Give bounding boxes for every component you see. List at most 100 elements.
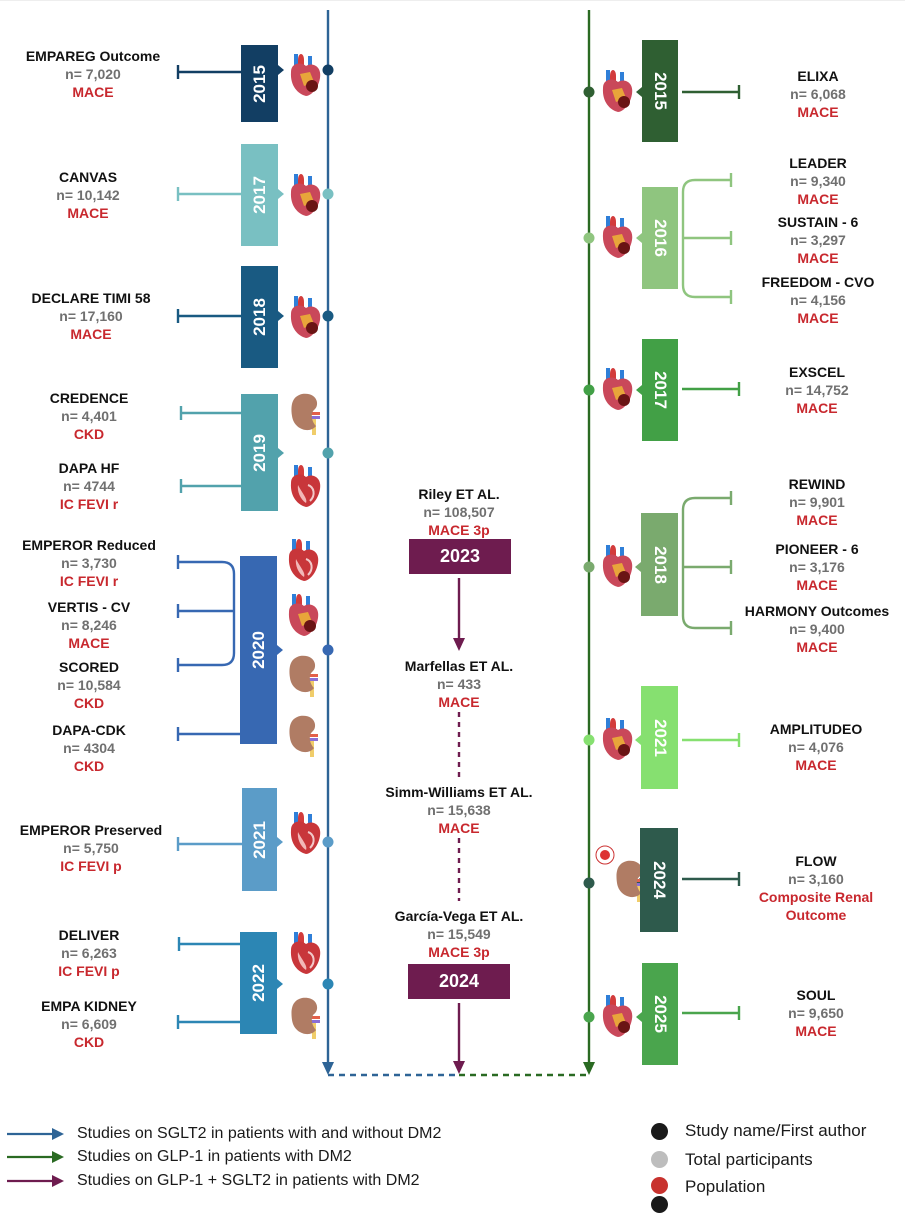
- study-participants: n= 4,076: [788, 739, 844, 755]
- year-box-combo-2023: 2023: [409, 539, 511, 574]
- year-box-sglt2-2021: 2021: [242, 788, 277, 891]
- study-participants: n= 433: [437, 676, 481, 692]
- timeline-dot-sglt2-2019: [322, 447, 334, 459]
- study-participants: n= 6,609: [61, 1016, 117, 1032]
- study-outcome: MACE: [796, 512, 838, 528]
- heart-icon: [288, 539, 319, 581]
- study-participants: n= 5,750: [63, 840, 119, 856]
- study-outcome: MACE 3p: [428, 944, 490, 960]
- timeline-dot-sglt2-2018: [322, 310, 334, 322]
- study-participants: n= 9,901: [789, 494, 845, 510]
- legend-arrow-glp1-icon: [7, 1151, 64, 1163]
- timeline-dot-sglt2-2022: [322, 978, 334, 990]
- year-label: 2017: [249, 176, 269, 214]
- legend-label-glp1: Studies on GLP-1 in patients with DM2: [77, 1148, 352, 1165]
- year-box-pointer: [636, 385, 642, 395]
- study-name: FLOW: [795, 853, 837, 869]
- timeline-dot-glp1-2017: [583, 384, 595, 396]
- study-name: SCORED: [59, 659, 119, 675]
- heart-icon: [290, 296, 321, 338]
- year-box-pointer: [277, 979, 283, 989]
- heart-icon: [602, 995, 633, 1037]
- year-label: 2015: [249, 64, 269, 103]
- study-bracket: [681, 178, 731, 299]
- timeline-dot-glp1-2024: [583, 877, 595, 889]
- study-participants: n= 6,068: [790, 86, 846, 102]
- top-border: [0, 0, 905, 1]
- year-box-sglt2-2017: 2017: [241, 144, 278, 246]
- year-label: 2019: [249, 433, 269, 472]
- study-name: EMPA KIDNEY: [41, 998, 137, 1014]
- study-outcome: MACE: [797, 250, 839, 266]
- kidney-icon: [291, 393, 320, 435]
- study-name: CANVAS: [58, 169, 118, 185]
- study-participants: n= 9,340: [790, 173, 846, 189]
- study-name: FREEDOM - CVO: [761, 274, 875, 290]
- year-label: 2015: [651, 72, 671, 110]
- study-outcome: MACE: [796, 639, 838, 655]
- heart-icon: [290, 812, 321, 854]
- legend-arrow-combo-icon: [7, 1175, 64, 1187]
- combo-arrowhead-icon: [453, 638, 465, 651]
- year-box-sglt2-2020: 2020: [240, 556, 277, 744]
- year-box-pointer: [636, 1012, 642, 1022]
- year-box-sglt2-2015: 2015: [241, 45, 278, 122]
- kidney-icon: [289, 655, 318, 697]
- study-participants: n= 4,401: [61, 408, 117, 424]
- timeline-dot-sglt2-2021: [322, 836, 334, 848]
- study-outcome: MACE: [72, 84, 114, 100]
- kidney-damage-icon: [595, 845, 645, 902]
- study-outcome: MACE: [795, 1023, 837, 1039]
- legend-label-participants: Total participants: [685, 1150, 813, 1169]
- year-box-pointer: [278, 189, 284, 199]
- legend-label-combo: Studies on GLP-1 + SGLT2 in patients wit…: [77, 1172, 420, 1189]
- study-participants: n= 6,263: [61, 945, 117, 961]
- legend-label-population: Population: [685, 1177, 766, 1196]
- study-outcome: MACE: [796, 577, 838, 593]
- study-name: SOUL: [796, 987, 836, 1003]
- study-outcome: CKD: [73, 758, 105, 774]
- study-name: DAPA HF: [58, 460, 120, 476]
- study-participants: n= 14,752: [785, 382, 849, 398]
- heart-icon: [602, 368, 633, 410]
- study-name: REWIND: [788, 476, 846, 492]
- legend-dot-participants-icon: [651, 1151, 668, 1168]
- study-participants: n= 9,400: [789, 621, 845, 637]
- study-outcome: MACE: [68, 635, 110, 651]
- study-name: PIONEER - 6: [775, 541, 859, 557]
- year-box-sglt2-2022: 2022: [240, 932, 277, 1034]
- heart-icon: [602, 718, 633, 760]
- combo-arrowhead-icon: [453, 1061, 465, 1074]
- study-participants: n= 3,176: [789, 559, 845, 575]
- timeline-dot-glp1-2016: [583, 232, 595, 244]
- year-label: 2025: [651, 995, 671, 1033]
- year-box-pointer: [636, 87, 642, 97]
- year-box-pointer: [278, 448, 284, 458]
- study-outcome: MACE: [796, 400, 838, 416]
- year-box-sglt2-2018: 2018: [241, 266, 278, 368]
- study-name: Simm-Williams ET AL.: [385, 784, 533, 800]
- year-label: 2016: [651, 219, 671, 257]
- study-outcome: IC FEVI p: [58, 963, 120, 979]
- study-outcome: CKD: [73, 426, 105, 442]
- year-box-combo-2024: 2024: [408, 964, 510, 999]
- study-participants: n= 8,246: [61, 617, 117, 633]
- study-name: EMPEROR Preserved: [19, 822, 163, 838]
- study-outcome: IC FEVI p: [60, 858, 122, 874]
- study-outcome: MACE: [70, 326, 112, 342]
- study-participants: n= 10,584: [57, 677, 121, 693]
- study-outcome: CKD: [73, 1034, 105, 1050]
- heart-icon: [602, 216, 633, 258]
- year-box-glp1-2017: 2017: [642, 339, 678, 441]
- study-name: Riley ET AL.: [418, 486, 500, 502]
- heart-icon: [290, 932, 321, 974]
